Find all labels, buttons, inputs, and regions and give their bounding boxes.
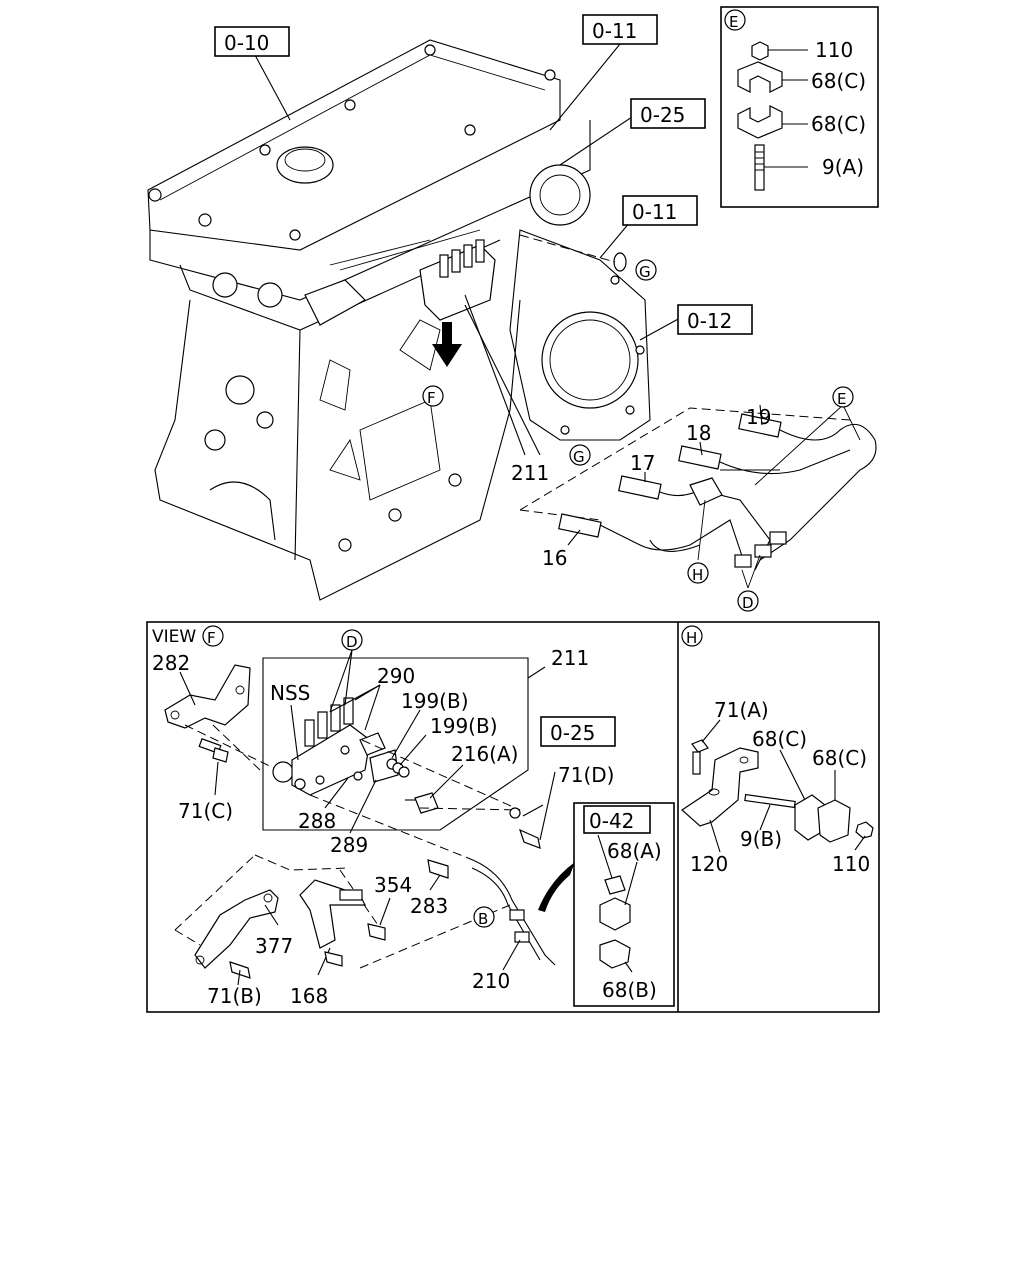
part-71d: 71(D): [558, 763, 614, 787]
h-part-9b: 9(B): [740, 827, 782, 851]
injection-pipes-drawing: [519, 234, 877, 589]
panel-e: [720, 6, 879, 208]
part-68b: 68(B): [602, 978, 657, 1002]
part-71c: 71(C): [178, 799, 233, 823]
callout-e-top-label: E: [837, 390, 846, 408]
part-199b-2: 199(B): [430, 714, 498, 738]
view-f-parts: [164, 649, 638, 986]
callout-h-panel-label: H: [686, 629, 697, 647]
part-282: 282: [152, 651, 190, 675]
callout-f-top: [422, 385, 444, 407]
callout-d-view-label: D: [346, 633, 358, 651]
part-283: 283: [410, 894, 448, 918]
e-part-110: 110: [815, 38, 853, 62]
view-label: VIEW: [152, 627, 196, 647]
callout-d-top: [737, 590, 759, 612]
ref-box-0-11-top[interactable]: [582, 14, 658, 45]
group-211-frame: [262, 657, 529, 831]
ref-0-25-view: 0-25: [550, 721, 595, 745]
part-17: 17: [630, 451, 655, 475]
callout-e-panel: [724, 9, 746, 31]
part-211-view: 211: [551, 646, 589, 670]
part-210: 210: [472, 969, 510, 993]
ref-box-0-11-mid[interactable]: [622, 195, 698, 226]
e-part-68c-1: 68(C): [811, 69, 866, 93]
callout-h-top: [687, 562, 709, 584]
panel-e-parts: [737, 41, 808, 191]
part-199b-1: 199(B): [401, 689, 469, 713]
part-377: 377: [255, 934, 293, 958]
part-19: 19: [746, 405, 771, 429]
engine-block-drawing: [147, 39, 651, 601]
e-part-9a: 9(A): [822, 155, 864, 179]
e-part-68c-2: 68(C): [811, 112, 866, 136]
callout-f-top-label: F: [427, 389, 436, 407]
part-211-top: 211: [511, 461, 549, 485]
ref-box-0-25-top[interactable]: [630, 98, 706, 129]
upper-leader-lines: [254, 43, 763, 546]
part-288: 288: [298, 809, 336, 833]
ref-0-42: 0-42: [589, 809, 634, 833]
part-168: 168: [290, 984, 328, 1008]
part-nss: NSS: [270, 681, 310, 705]
callout-b-view-label: B: [478, 910, 488, 928]
callout-g-pipes: [569, 444, 591, 466]
h-part-68c-1: 68(C): [752, 727, 807, 751]
callout-e-top: [832, 386, 854, 408]
part-290: 290: [377, 664, 415, 688]
panel-0-42: [573, 802, 675, 1007]
part-18: 18: [686, 421, 711, 445]
callout-b-view: [473, 906, 495, 928]
ref-0-25-top: 0-25: [640, 103, 685, 127]
ref-0-11-mid: 0-11: [632, 200, 677, 224]
callout-h-panel: [681, 625, 703, 647]
callout-g-top-label: G: [639, 263, 651, 281]
part-71b: 71(B): [207, 984, 262, 1008]
part-68a: 68(A): [607, 839, 662, 863]
ref-0-12: 0-12: [687, 309, 732, 333]
h-part-68c-2: 68(C): [812, 746, 867, 770]
ref-box-0-42[interactable]: [583, 805, 651, 834]
part-289: 289: [330, 833, 368, 857]
callout-d-view: [341, 629, 363, 651]
callout-h-top-label: H: [692, 566, 703, 584]
callout-e-panel-label: E: [729, 13, 738, 31]
h-part-120: 120: [690, 852, 728, 876]
callout-g-pipes-label: G: [573, 448, 585, 466]
part-354: 354: [374, 873, 412, 897]
ref-box-0-25-view[interactable]: [540, 716, 616, 747]
h-part-71a: 71(A): [714, 698, 769, 722]
h-part-110: 110: [832, 852, 870, 876]
panel-h-parts: [681, 719, 874, 853]
lower-frame: [146, 621, 880, 1013]
callout-g-top: [635, 259, 657, 281]
callout-f-view-label: F: [207, 629, 216, 647]
ref-0-11-top: 0-11: [592, 19, 637, 43]
ref-0-10: 0-10: [224, 31, 269, 55]
ref-box-0-10[interactable]: [214, 26, 290, 57]
callout-f-view: [202, 625, 224, 647]
part-16: 16: [542, 546, 567, 570]
callout-d-top-label: D: [742, 594, 754, 612]
ref-box-0-12[interactable]: [677, 304, 753, 335]
part-216a: 216(A): [451, 742, 518, 766]
